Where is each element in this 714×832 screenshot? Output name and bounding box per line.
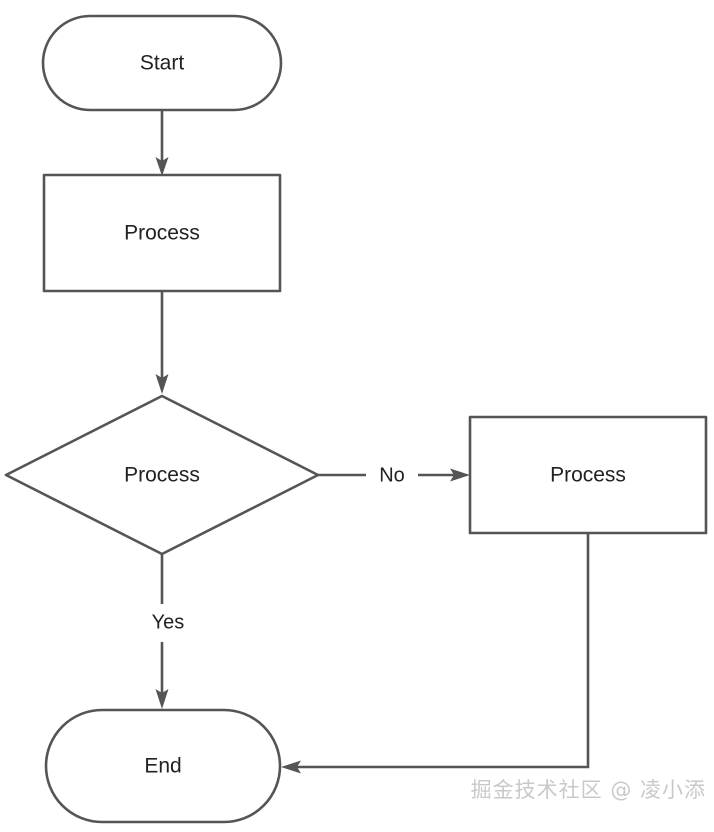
arrowhead-icon xyxy=(281,760,301,774)
node-process2-shape xyxy=(468,415,708,535)
node-start-shape xyxy=(41,14,283,112)
edge-label-yes: Yes xyxy=(152,611,185,633)
node-end-label: End xyxy=(144,755,181,778)
arrowhead-icon xyxy=(450,468,470,482)
node-process2[interactable]: Process xyxy=(468,415,708,535)
node-end[interactable]: End xyxy=(44,708,282,824)
node-end-shape xyxy=(44,708,282,824)
node-start[interactable]: Start xyxy=(41,14,283,112)
node-decision-label: Process xyxy=(124,464,200,487)
edge-start-to-process1 xyxy=(155,110,169,176)
edge-decision-to-process2: No xyxy=(318,464,470,486)
arrowhead-icon xyxy=(155,689,169,709)
node-decision[interactable]: Process xyxy=(4,394,320,556)
edge-decision-to-end: Yes xyxy=(152,548,185,709)
watermark: 掘金技术社区 @ 凌小添 xyxy=(471,778,706,802)
node-decision-shape xyxy=(4,394,320,556)
edge-label-no: No xyxy=(379,464,405,486)
node-process1-label: Process xyxy=(124,222,200,245)
arrowhead-icon xyxy=(155,157,169,176)
arrowhead-icon xyxy=(155,374,169,394)
edge-process1-to-decision xyxy=(155,291,169,394)
node-process2-label: Process xyxy=(550,464,626,487)
node-start-label: Start xyxy=(140,52,185,75)
node-process1[interactable]: Process xyxy=(42,173,282,293)
edge-line-process2-to-end xyxy=(292,533,590,769)
node-process1-shape xyxy=(42,173,282,293)
edge-process2-to-end xyxy=(281,533,590,774)
